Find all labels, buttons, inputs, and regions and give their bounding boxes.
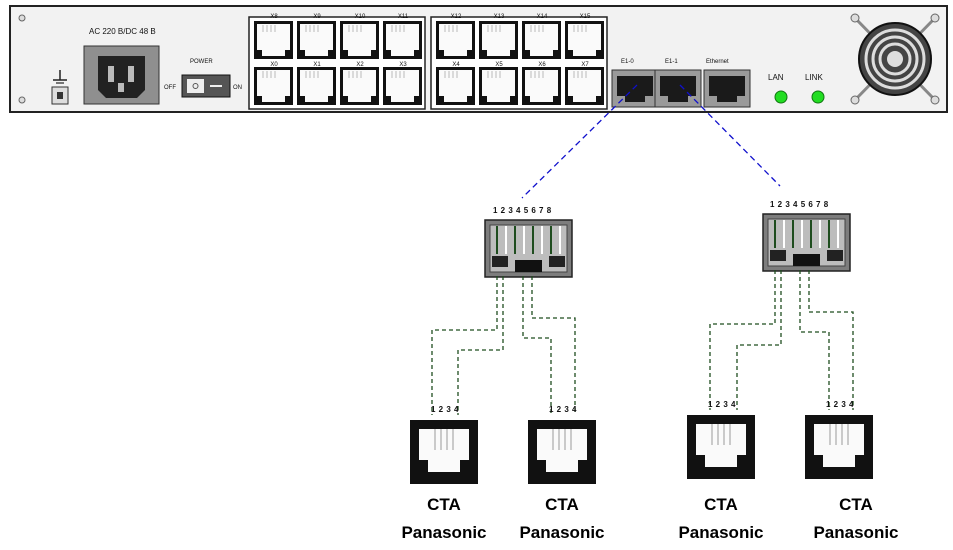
rj11-jack-4 (805, 415, 873, 479)
rj45-plug-right (762, 213, 851, 272)
e1-1-link-line (679, 84, 781, 187)
rj11-pin-labels: 1 2 3 4 (431, 405, 459, 414)
lan-label: LAN (768, 73, 784, 82)
wire-right-2 (736, 270, 782, 410)
port-label-bottom: X7 (581, 62, 589, 68)
port-label-top: X8 (270, 14, 278, 20)
wire-right-4 (808, 270, 854, 410)
screw-icon (18, 96, 26, 104)
port-label-bottom: X2 (356, 62, 364, 68)
port-label-top: X15 (580, 14, 591, 20)
rj11-jack-3 (687, 415, 755, 479)
port-label-bottom: X3 (399, 62, 407, 68)
rj45-plug-left (484, 219, 573, 278)
port-X8[interactable] (254, 21, 293, 59)
wire-left-4 (531, 276, 576, 415)
link-label: LINK (805, 73, 823, 82)
port-label-top: X12 (451, 14, 462, 20)
device-2-line1: CTA (545, 495, 579, 514)
device-2-line2: Panasonic (519, 523, 604, 542)
wire-right-1 (709, 270, 776, 410)
device-4-line1: CTA (839, 495, 873, 514)
port-X1[interactable] (297, 67, 336, 105)
switch-off-side (187, 79, 204, 93)
rj11-pin-labels: 1 2 3 4 (708, 400, 736, 409)
e1-0-link-line (521, 84, 638, 199)
wire-left-1 (431, 276, 498, 415)
port-label-bottom: X5 (495, 62, 503, 68)
lan-led-icon (774, 90, 788, 104)
port-X4[interactable] (436, 67, 475, 105)
port-X7[interactable] (565, 67, 604, 105)
port-X12[interactable] (436, 21, 475, 59)
screw-icon (18, 14, 26, 22)
power-pin (108, 66, 114, 82)
port-label-top: X10 (355, 14, 366, 20)
rj11-jack-2 (528, 420, 596, 484)
ethernet-label: Ethernet (706, 59, 729, 65)
port-label-top: X13 (494, 14, 505, 20)
e1-1-label: E1-1 (665, 59, 678, 65)
on-label: ON (233, 85, 242, 91)
port-X2[interactable] (340, 67, 379, 105)
device-4-line2: Panasonic (813, 523, 898, 542)
port-label-top: X14 (537, 14, 548, 20)
device-1-line2: Panasonic (401, 523, 486, 542)
e1-1-port[interactable] (654, 69, 702, 108)
port-X11[interactable] (383, 21, 422, 59)
wire-left-2 (457, 276, 504, 415)
off-circle-icon (192, 83, 199, 89)
link-led-icon (811, 90, 825, 104)
port-X15[interactable] (565, 21, 604, 59)
ground-icon (53, 70, 67, 84)
port-X9[interactable] (297, 21, 336, 59)
port-X14[interactable] (522, 21, 561, 59)
port-X0[interactable] (254, 67, 293, 105)
device-1-line1: CTA (427, 495, 461, 514)
off-label: OFF (164, 85, 176, 91)
port-X10[interactable] (340, 21, 379, 59)
port-X13[interactable] (479, 21, 518, 59)
device-3-line1: CTA (704, 495, 738, 514)
e1-0-label: E1-0 (621, 59, 634, 65)
power-pin (128, 66, 134, 82)
rj11-pin-labels: 1 2 3 4 (549, 405, 577, 414)
power-pin (118, 83, 124, 92)
port-X6[interactable] (522, 67, 561, 105)
e1-0-port[interactable] (611, 69, 659, 108)
port-X3[interactable] (383, 67, 422, 105)
port-label-top: X11 (398, 14, 409, 20)
port-X5[interactable] (479, 67, 518, 105)
port-label-top: X9 (313, 14, 321, 20)
port-label-bottom: X4 (452, 62, 460, 68)
device-3-line2: Panasonic (678, 523, 763, 542)
rj45-pin-labels: 1 2 3 4 5 6 7 8 (493, 206, 552, 215)
rj11-pin-labels: 1 2 3 4 (826, 400, 854, 409)
ethernet-port[interactable] (703, 69, 751, 108)
wire-left-3 (522, 276, 552, 415)
rj11-jack-1 (410, 420, 478, 484)
wire-right-3 (799, 270, 830, 410)
port-label-bottom: X6 (538, 62, 546, 68)
port-label-bottom: X1 (313, 62, 321, 68)
ground-terminal-screw (57, 92, 63, 99)
fan-icon (850, 13, 940, 105)
rj45-pin-labels: 1 2 3 4 5 6 7 8 (770, 200, 829, 209)
switch-label: POWER (190, 59, 213, 65)
power-label: AC 220 B/DC 48 B (89, 27, 156, 36)
port-label-bottom: X0 (270, 62, 278, 68)
